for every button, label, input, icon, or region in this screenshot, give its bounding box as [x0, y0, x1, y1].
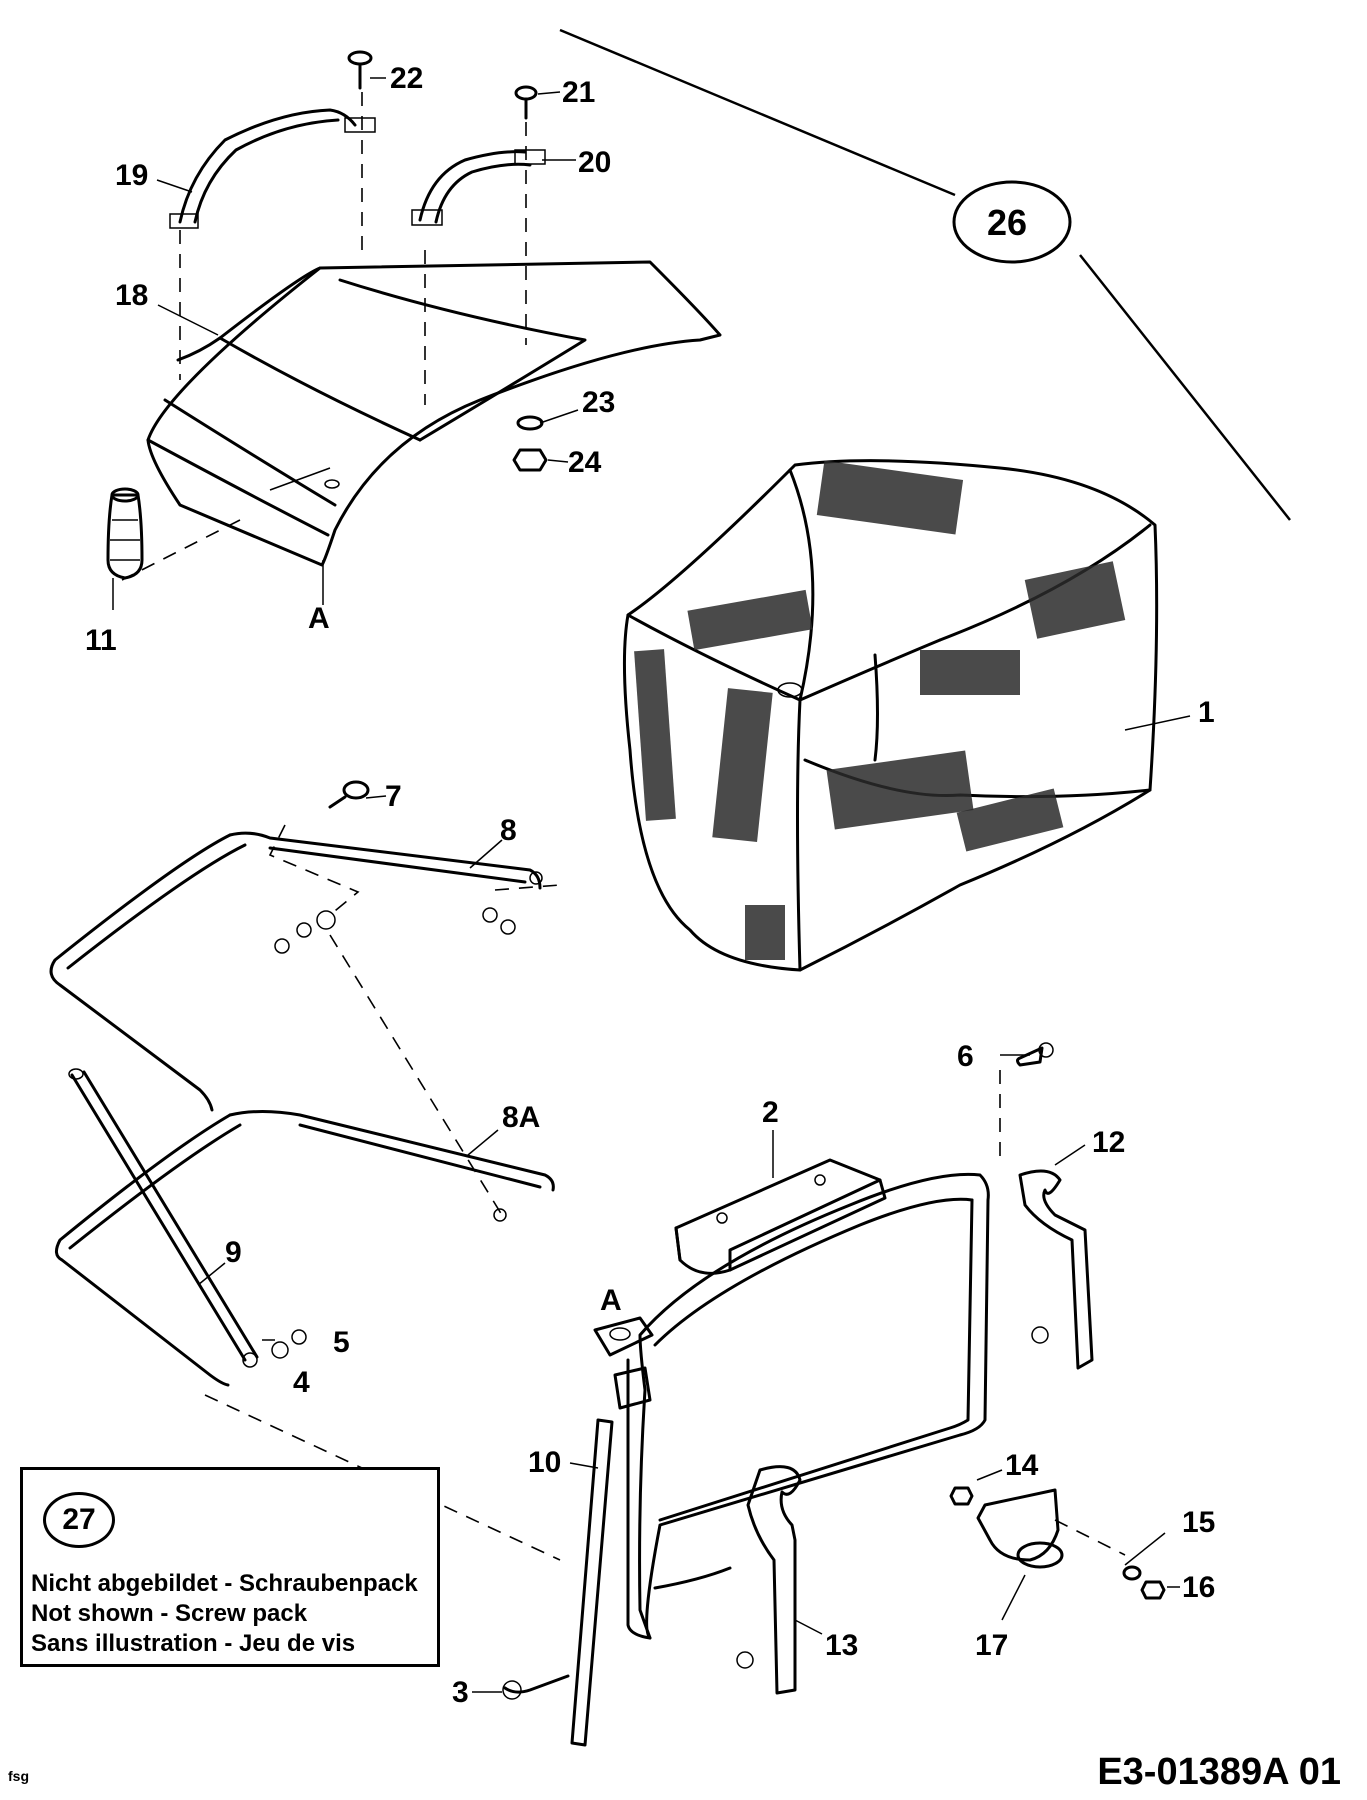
- frame-lower-8a: [55, 1110, 555, 1387]
- callout-8: 8: [500, 814, 517, 847]
- callout-9: 9: [225, 1236, 242, 1269]
- callout-18: 18: [115, 279, 148, 312]
- nut-24: [512, 448, 548, 472]
- handle-20: [411, 149, 546, 226]
- bracket-13: [736, 1465, 802, 1695]
- callout-22: 22: [390, 62, 423, 95]
- callout-10: 10: [528, 1446, 561, 1479]
- callout-23: 23: [582, 386, 615, 419]
- callout-11: 11: [85, 624, 117, 657]
- callout-leaders: [112, 77, 1191, 1693]
- author-initials: fsg: [8, 1768, 29, 1784]
- callout-3: 3: [452, 1676, 469, 1709]
- bracket-2: [674, 1158, 887, 1275]
- support-rod-9: [68, 1068, 259, 1368]
- callout-labels: 22 21 20 19 26 18 23 24 A 11 1 7 8 6 2 8…: [85, 62, 1215, 1709]
- callout-17: 17: [975, 1629, 1008, 1662]
- callout-24: 24: [568, 446, 602, 479]
- callout-13: 13: [825, 1629, 858, 1662]
- frame-upper-8: [49, 831, 543, 1112]
- callout-15: 15: [1182, 1506, 1215, 1539]
- callout-2: 2: [762, 1096, 779, 1129]
- callout-a-top: A: [308, 602, 330, 635]
- grip-11: [106, 487, 144, 580]
- note-line-fr: Sans illustration - Jeu de vis: [31, 1630, 356, 1657]
- callout-19: 19: [115, 159, 148, 192]
- callout-4: 4: [293, 1366, 310, 1399]
- handle-19: [169, 108, 376, 229]
- screw-21: [514, 85, 538, 120]
- assembly-26-leaders: [559, 28, 1291, 521]
- callout-6: 6: [957, 1040, 974, 1073]
- callout-a-bottom: A: [600, 1284, 622, 1317]
- frame-axes: [204, 824, 561, 1561]
- callout-21: 21: [562, 76, 595, 109]
- callout-16: 16: [1182, 1571, 1215, 1604]
- callout-12: 12: [1092, 1126, 1125, 1159]
- grass-bag-1: [622, 459, 1159, 972]
- callout-1: 1: [1198, 696, 1215, 729]
- washer-23: [516, 415, 544, 431]
- top-cover-18: [146, 260, 722, 567]
- callout-14: 14: [1005, 1449, 1039, 1482]
- main-frame: [593, 1172, 990, 1640]
- callout-20: 20: [578, 146, 611, 179]
- note-line-de: Nicht abgebildet - Schraubenpack: [31, 1570, 418, 1597]
- misc-hardware: [502, 1042, 1166, 1700]
- tube-10: [570, 1418, 614, 1747]
- note-box: 27 Nicht abgebildet - Schraubenpack Not …: [20, 1467, 440, 1667]
- assembly-26-circle: [952, 180, 1072, 264]
- callout-5: 5: [333, 1326, 350, 1359]
- screw-22: [347, 50, 373, 90]
- note-number: 27: [43, 1492, 115, 1548]
- callout-26: 26: [987, 202, 1027, 243]
- note-line-en: Not shown - Screw pack: [31, 1600, 308, 1627]
- mounting-axes: [121, 92, 527, 581]
- callout-8a: 8A: [502, 1101, 540, 1134]
- small-hardware: [271, 780, 516, 1359]
- document-code: E3-01389A 01: [1097, 1751, 1341, 1793]
- clip-17: [976, 1488, 1126, 1569]
- callout-7: 7: [385, 780, 402, 813]
- bracket-12: [1018, 1169, 1094, 1370]
